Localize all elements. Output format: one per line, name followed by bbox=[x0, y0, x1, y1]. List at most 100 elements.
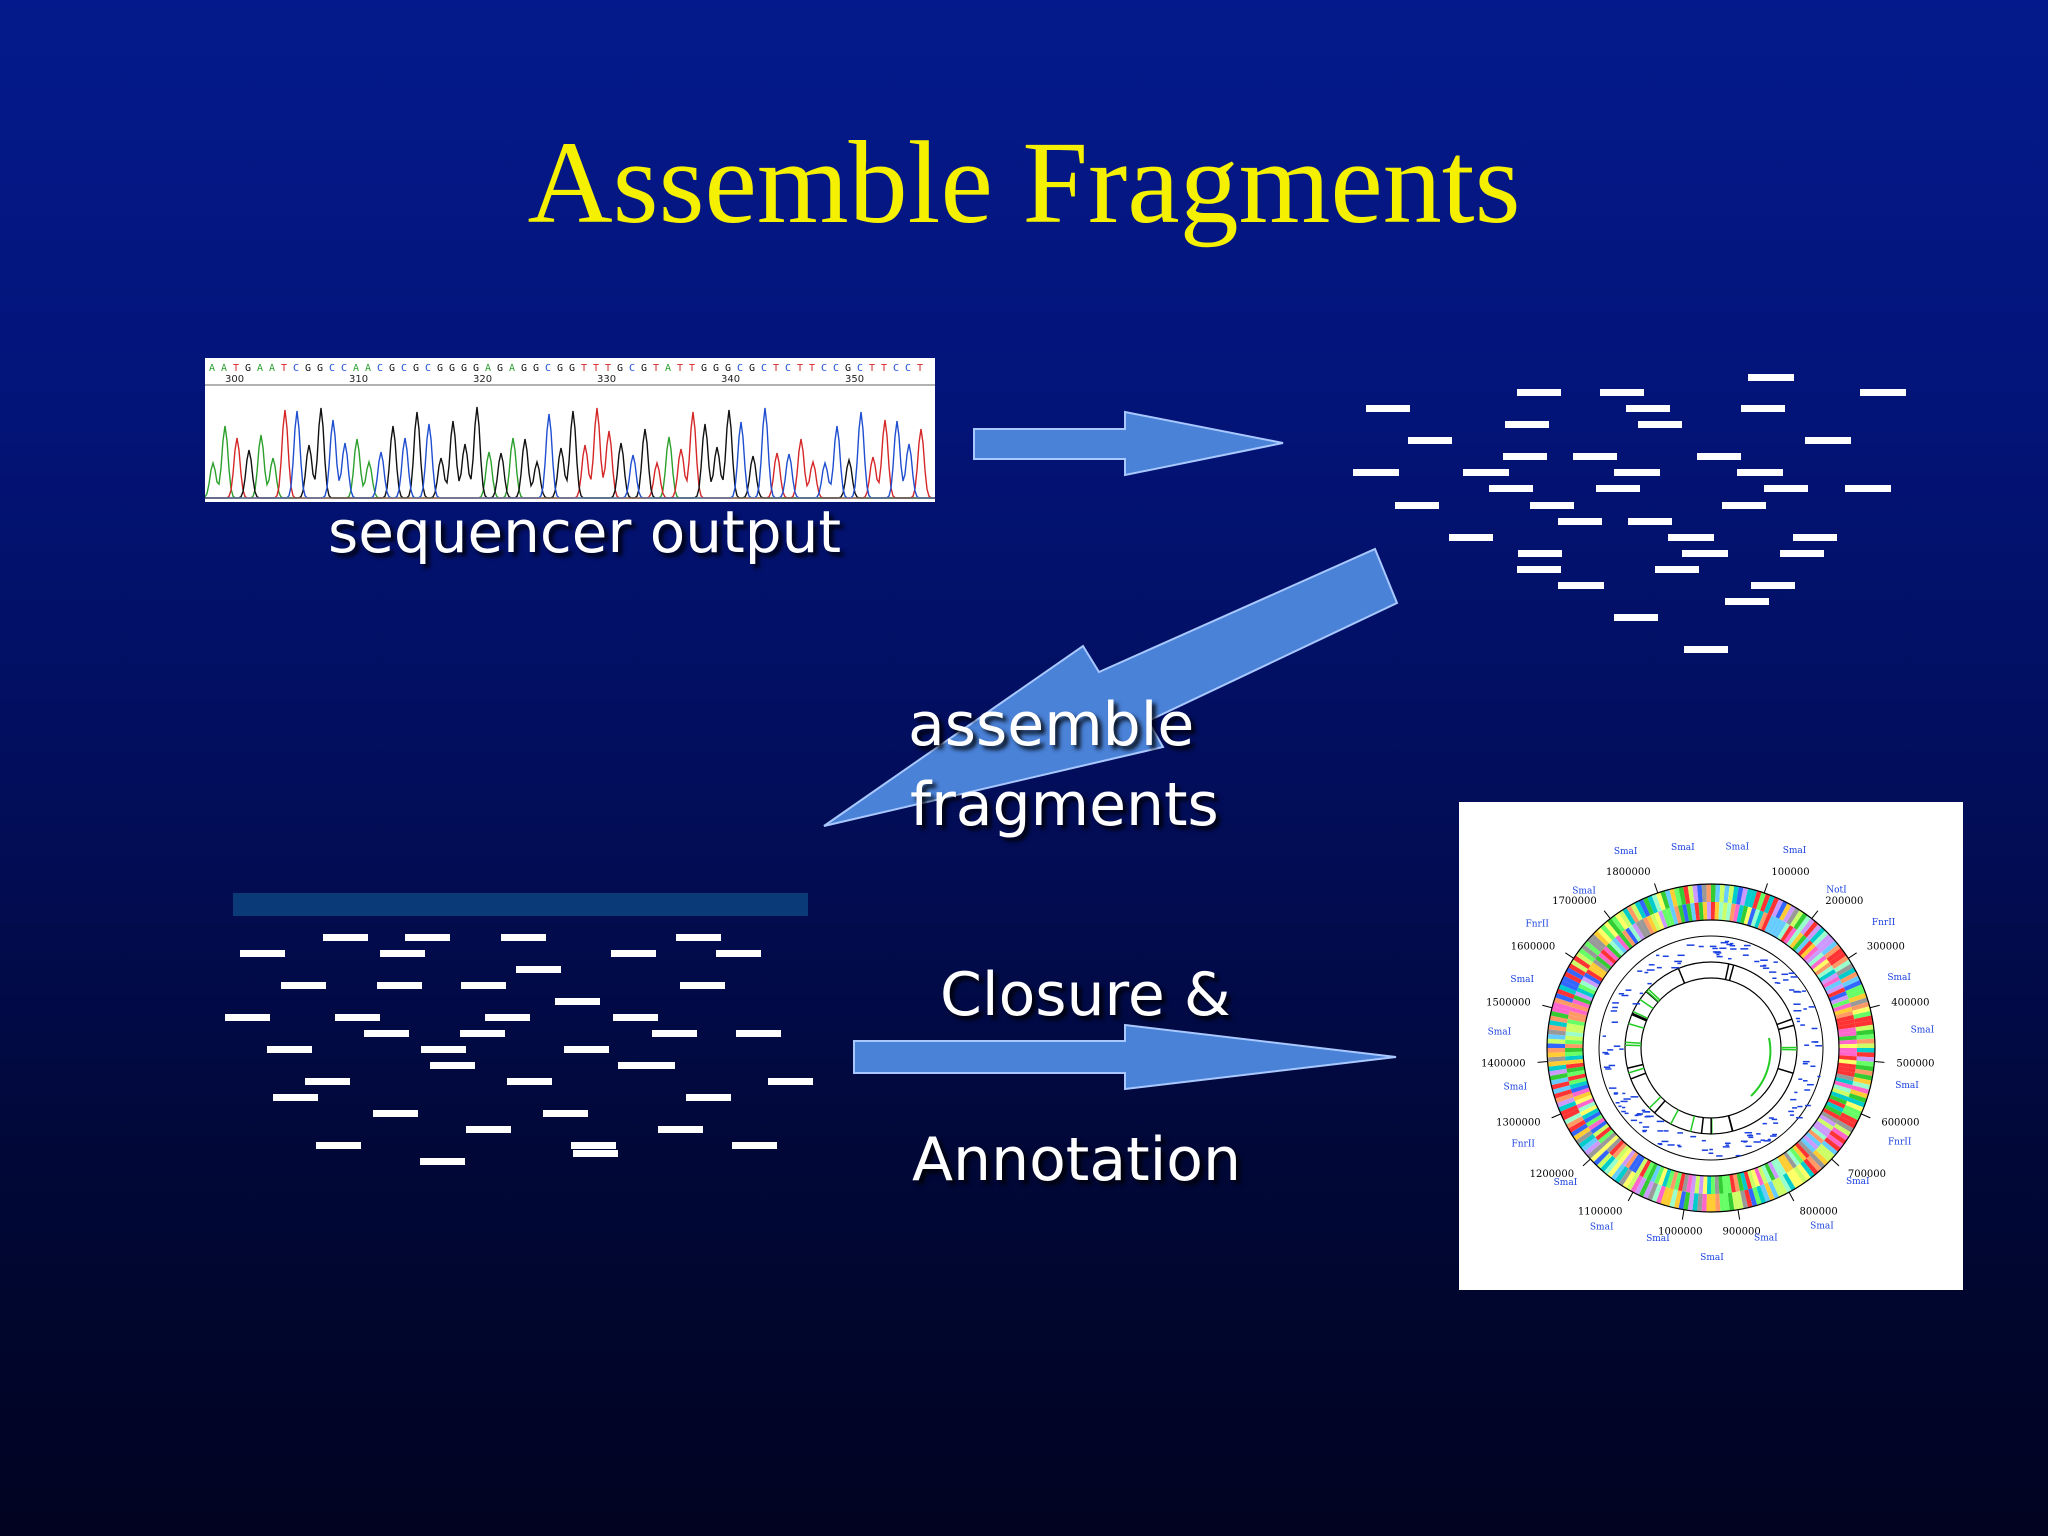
gene-segment bbox=[1573, 995, 1592, 1005]
map-position-label: 1400000 bbox=[1481, 1058, 1526, 1069]
chromatogram-base: G bbox=[533, 363, 539, 374]
gene-segment bbox=[1818, 1143, 1835, 1159]
gene-segment bbox=[1585, 969, 1604, 982]
gene-segment bbox=[1845, 984, 1864, 996]
gene-segment bbox=[1810, 955, 1827, 970]
annotation-mark bbox=[1808, 1006, 1816, 1008]
sequence-fragment bbox=[1628, 518, 1672, 525]
gene-segment bbox=[1593, 930, 1610, 947]
gene-segment bbox=[1838, 1039, 1857, 1045]
gene-segment bbox=[1816, 965, 1834, 979]
gene-segment bbox=[1777, 922, 1790, 941]
gene-segment bbox=[1723, 1193, 1730, 1212]
gene-segment bbox=[1856, 1052, 1875, 1058]
gene-segment bbox=[1618, 1168, 1633, 1186]
gene-segment bbox=[1821, 1140, 1838, 1156]
sequence-fragment bbox=[1489, 485, 1533, 492]
sequence-fragment bbox=[1408, 437, 1452, 444]
gene-segment bbox=[1590, 1146, 1607, 1163]
gene-segment bbox=[1830, 995, 1849, 1005]
annotation-mark bbox=[1686, 944, 1695, 946]
map-position-label: 1600000 bbox=[1511, 941, 1556, 952]
gene-segment bbox=[1607, 918, 1622, 935]
gene-segment bbox=[1579, 979, 1598, 992]
annotation-mark bbox=[1802, 1060, 1810, 1063]
marker-tick bbox=[1628, 1067, 1645, 1074]
gene-segment bbox=[1635, 1157, 1649, 1176]
gene-segment bbox=[1565, 1058, 1584, 1065]
gene-segment bbox=[1660, 890, 1670, 910]
chromatogram-base: G bbox=[725, 363, 731, 374]
gene-segment bbox=[1732, 1173, 1740, 1192]
sequence-fragment bbox=[611, 950, 656, 957]
annotation-mark bbox=[1602, 1035, 1607, 1037]
sequence-fragment bbox=[461, 982, 506, 989]
gene-segment bbox=[1782, 905, 1796, 923]
gene-segment bbox=[1852, 1006, 1871, 1015]
annotation-mark bbox=[1657, 1130, 1664, 1132]
annotation-mark bbox=[1701, 1149, 1709, 1151]
chromatogram-base: G bbox=[245, 363, 251, 374]
chromatogram-base: G bbox=[317, 363, 323, 374]
chromatogram-base: A bbox=[509, 363, 515, 374]
annotation-mark bbox=[1709, 1148, 1713, 1151]
gene-segment bbox=[1775, 900, 1788, 919]
gene-segment bbox=[1727, 885, 1735, 904]
gene-segment bbox=[1828, 1094, 1848, 1105]
gene-segment bbox=[1727, 1192, 1735, 1211]
gene-segment bbox=[1621, 929, 1636, 947]
gene-segment bbox=[1836, 1019, 1855, 1027]
annotation-mark bbox=[1678, 1145, 1682, 1148]
gene-segment bbox=[1711, 1175, 1716, 1194]
gene-segment bbox=[1825, 983, 1844, 995]
gene-segment bbox=[1838, 1031, 1857, 1038]
annotation-mark bbox=[1656, 1120, 1665, 1123]
gene-segment bbox=[1854, 1068, 1874, 1076]
sequence-fragment bbox=[380, 950, 425, 957]
gene-segment bbox=[1838, 1048, 1857, 1053]
gene-segment bbox=[1600, 1131, 1617, 1147]
gene-segment bbox=[1706, 884, 1711, 903]
gene-segment bbox=[1677, 904, 1686, 924]
gene-segment bbox=[1789, 1147, 1804, 1164]
gene-segment bbox=[1565, 967, 1584, 980]
chromatogram-base: T bbox=[233, 363, 239, 374]
chromatogram-base: A bbox=[209, 363, 215, 374]
annotation-mark bbox=[1772, 977, 1777, 980]
gene-segment bbox=[1840, 971, 1859, 984]
annotation-mark bbox=[1802, 1062, 1808, 1065]
gene-segment bbox=[1773, 1157, 1787, 1176]
annotation-mark bbox=[1677, 962, 1681, 965]
annotation-mark bbox=[1724, 1142, 1731, 1145]
gene-segment bbox=[1547, 1029, 1566, 1036]
sequence-fragment bbox=[716, 950, 761, 957]
gene-segment bbox=[1600, 1155, 1616, 1172]
sequence-fragment bbox=[466, 1126, 511, 1133]
gene-segment bbox=[1764, 1162, 1776, 1181]
marker-tick bbox=[1631, 1012, 1648, 1021]
gene-segment bbox=[1573, 1091, 1592, 1101]
gene-segment bbox=[1686, 1174, 1693, 1193]
chromatogram-base: G bbox=[641, 363, 647, 374]
gene-segment bbox=[1579, 1104, 1598, 1117]
gene-segment bbox=[1856, 1056, 1875, 1063]
annotation-mark bbox=[1730, 948, 1737, 950]
gene-segment bbox=[1721, 902, 1728, 921]
gene-segment bbox=[1572, 998, 1591, 1009]
assemble-label-line1: assemble bbox=[908, 690, 1195, 760]
gene-segment bbox=[1566, 1066, 1585, 1073]
chromatogram-position: 310 bbox=[349, 374, 368, 385]
gene-segment bbox=[1698, 902, 1704, 921]
gene-segment bbox=[1786, 929, 1801, 947]
gene-segment bbox=[1590, 1120, 1608, 1134]
annotation-mark bbox=[1612, 1006, 1618, 1009]
gene-segment bbox=[1587, 937, 1604, 953]
gene-segment bbox=[1661, 1168, 1672, 1187]
annotation-mark bbox=[1762, 1122, 1767, 1125]
gene-segment bbox=[1664, 889, 1674, 908]
gene-segment bbox=[1719, 884, 1726, 903]
annotation-mark bbox=[1604, 1053, 1610, 1055]
gene-segment bbox=[1563, 1112, 1582, 1125]
arrow-right-top bbox=[973, 410, 1284, 477]
gene-segment bbox=[1856, 1029, 1875, 1036]
